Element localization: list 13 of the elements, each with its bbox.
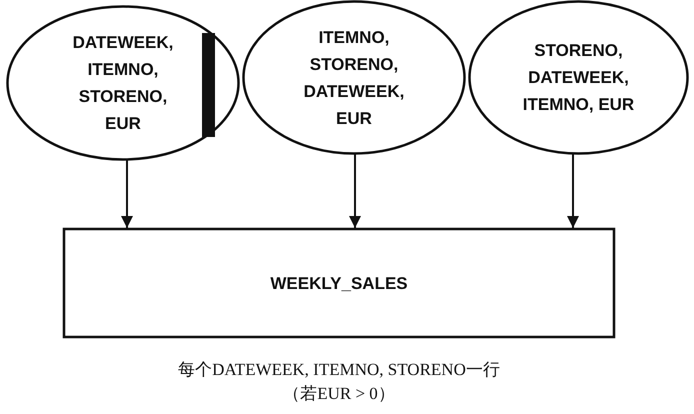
table-box bbox=[63, 228, 615, 338]
arrow bbox=[121, 159, 133, 228]
table-name: WEEKLY_SALES bbox=[269, 272, 409, 294]
attribute-list: DATEWEEK, ITEMNO, STORENO, EUR bbox=[67, 29, 179, 137]
arrow bbox=[567, 153, 579, 228]
attribute-list: STORENO, DATEWEEK, ITEMNO, EUR bbox=[522, 37, 634, 118]
entity-ellipse bbox=[6, 5, 240, 161]
arrow bbox=[349, 153, 361, 228]
entity-ellipse bbox=[468, 0, 689, 155]
caption-text: 每个DATEWEEK, ITEMNO, STORENO一行 bbox=[177, 359, 501, 381]
entity-ellipse bbox=[242, 0, 466, 155]
caption-text: （若EUR > 0） bbox=[282, 383, 396, 405]
attribute-list: ITEMNO, STORENO, DATEWEEK, EUR bbox=[298, 24, 410, 132]
